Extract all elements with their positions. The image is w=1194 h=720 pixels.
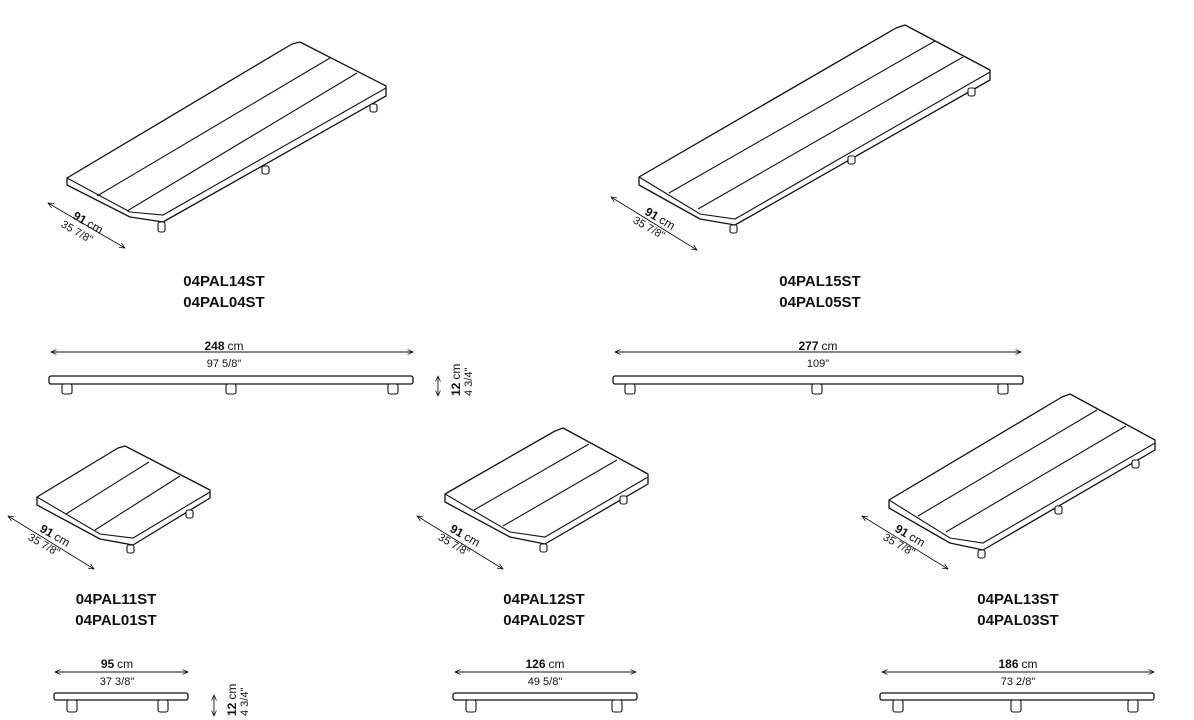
p11-length-inch: 37 3/8" [100,676,135,688]
p15-side-view: 277 cm 109" [612,339,1024,395]
p11-depth-dimension: 91cm 35 7/8" [8,516,94,569]
product-p13-isometric [888,393,1156,559]
p15-code-2: 04PAL05ST [779,294,860,311]
p14-height-inch: 4 3/4" [463,368,475,396]
p11-height-dimension: 12 cm 4 3/4" [214,684,251,716]
product-p15-isometric [638,24,991,234]
p14-code-1: 04PAL14ST [183,273,264,290]
p14-depth-dimension: 91cm 35 7/8" [48,203,125,248]
p13-code-1: 04PAL13ST [977,591,1058,608]
p14-code-2: 04PAL04ST [183,294,264,311]
p11-height-inch: 4 3/4" [239,688,251,716]
p12-code-1: 04PAL12ST [503,591,584,608]
p12-depth-unit: cm [462,530,483,550]
p13-depth-unit: cm [907,530,928,550]
p13-length-unit: cm [1022,657,1038,671]
svg-text:91cm: 91cm [448,521,483,549]
p14-depth-cm: 91 [71,208,90,227]
p11-code-2: 04PAL01ST [75,612,156,629]
p11-depth-unit: cm [52,530,73,550]
p12-side-view: 126 cm 49 5/8" [452,657,638,713]
p15-length-unit: cm [822,339,838,353]
p12-length-cm: 126 [525,657,545,671]
p14-length-unit: cm [228,339,244,353]
p11-height-unit: cm [225,684,239,700]
p12-code-2: 04PAL02ST [503,612,584,629]
p14-height-dimension: 12 cm 4 3/4" [438,364,475,396]
product-p14-isometric [66,41,387,233]
p12-length-inch: 49 5/8" [528,676,563,688]
p15-length-cm: 277 [798,339,818,353]
p15-code-1: 04PAL15ST [779,273,860,290]
p14-side-view: 248 cm 97 5/8" [48,339,414,395]
p14-height-cm: 12 [449,382,463,396]
p13-length-inch: 73 2/8" [1001,676,1036,688]
p13-product-codes: 04PAL13ST 04PAL03ST [977,591,1058,629]
p15-depth-dimension: 91cm 35 7/8" [611,197,697,250]
p14-depth-unit: cm [85,217,106,237]
p13-code-2: 04PAL03ST [977,612,1058,629]
p11-product-codes: 04PAL11ST 04PAL01ST [75,591,156,629]
p11-code-1: 04PAL11ST [76,591,157,608]
p13-side-view: 186 cm 73 2/8" [879,657,1155,713]
svg-text:91cm: 91cm [38,521,73,549]
p12-product-codes: 04PAL12ST 04PAL02ST [503,591,584,629]
svg-text:91cm: 91cm [71,208,106,236]
p11-height-cm: 12 [225,702,239,716]
p15-depth-unit: cm [657,213,678,233]
p11-length-cm: 95 [101,657,115,671]
svg-text:12cm: 12 cm [449,364,463,396]
svg-text:91cm: 91cm [893,521,928,549]
p14-product-codes: 04PAL14ST 04PAL04ST [183,273,264,311]
p12-length-unit: cm [549,657,565,671]
p14-height-unit: cm [449,364,463,380]
p11-depth-cm: 91 [38,521,57,540]
p11-length-unit: cm [117,657,133,671]
p15-depth-cm: 91 [643,204,662,223]
p13-depth-cm: 91 [893,521,912,540]
product-p12-isometric [444,427,649,553]
p15-length-inch: 109" [807,358,829,370]
p15-product-codes: 04PAL15ST 04PAL05ST [779,273,860,311]
p14-length-cm: 248 [204,339,224,353]
p14-length-inch: 97 5/8" [207,358,242,370]
p12-depth-cm: 91 [448,521,467,540]
p13-length-cm: 186 [998,657,1018,671]
svg-text:12cm: 12 cm [225,684,239,716]
svg-text:91cm: 91cm [643,204,678,232]
